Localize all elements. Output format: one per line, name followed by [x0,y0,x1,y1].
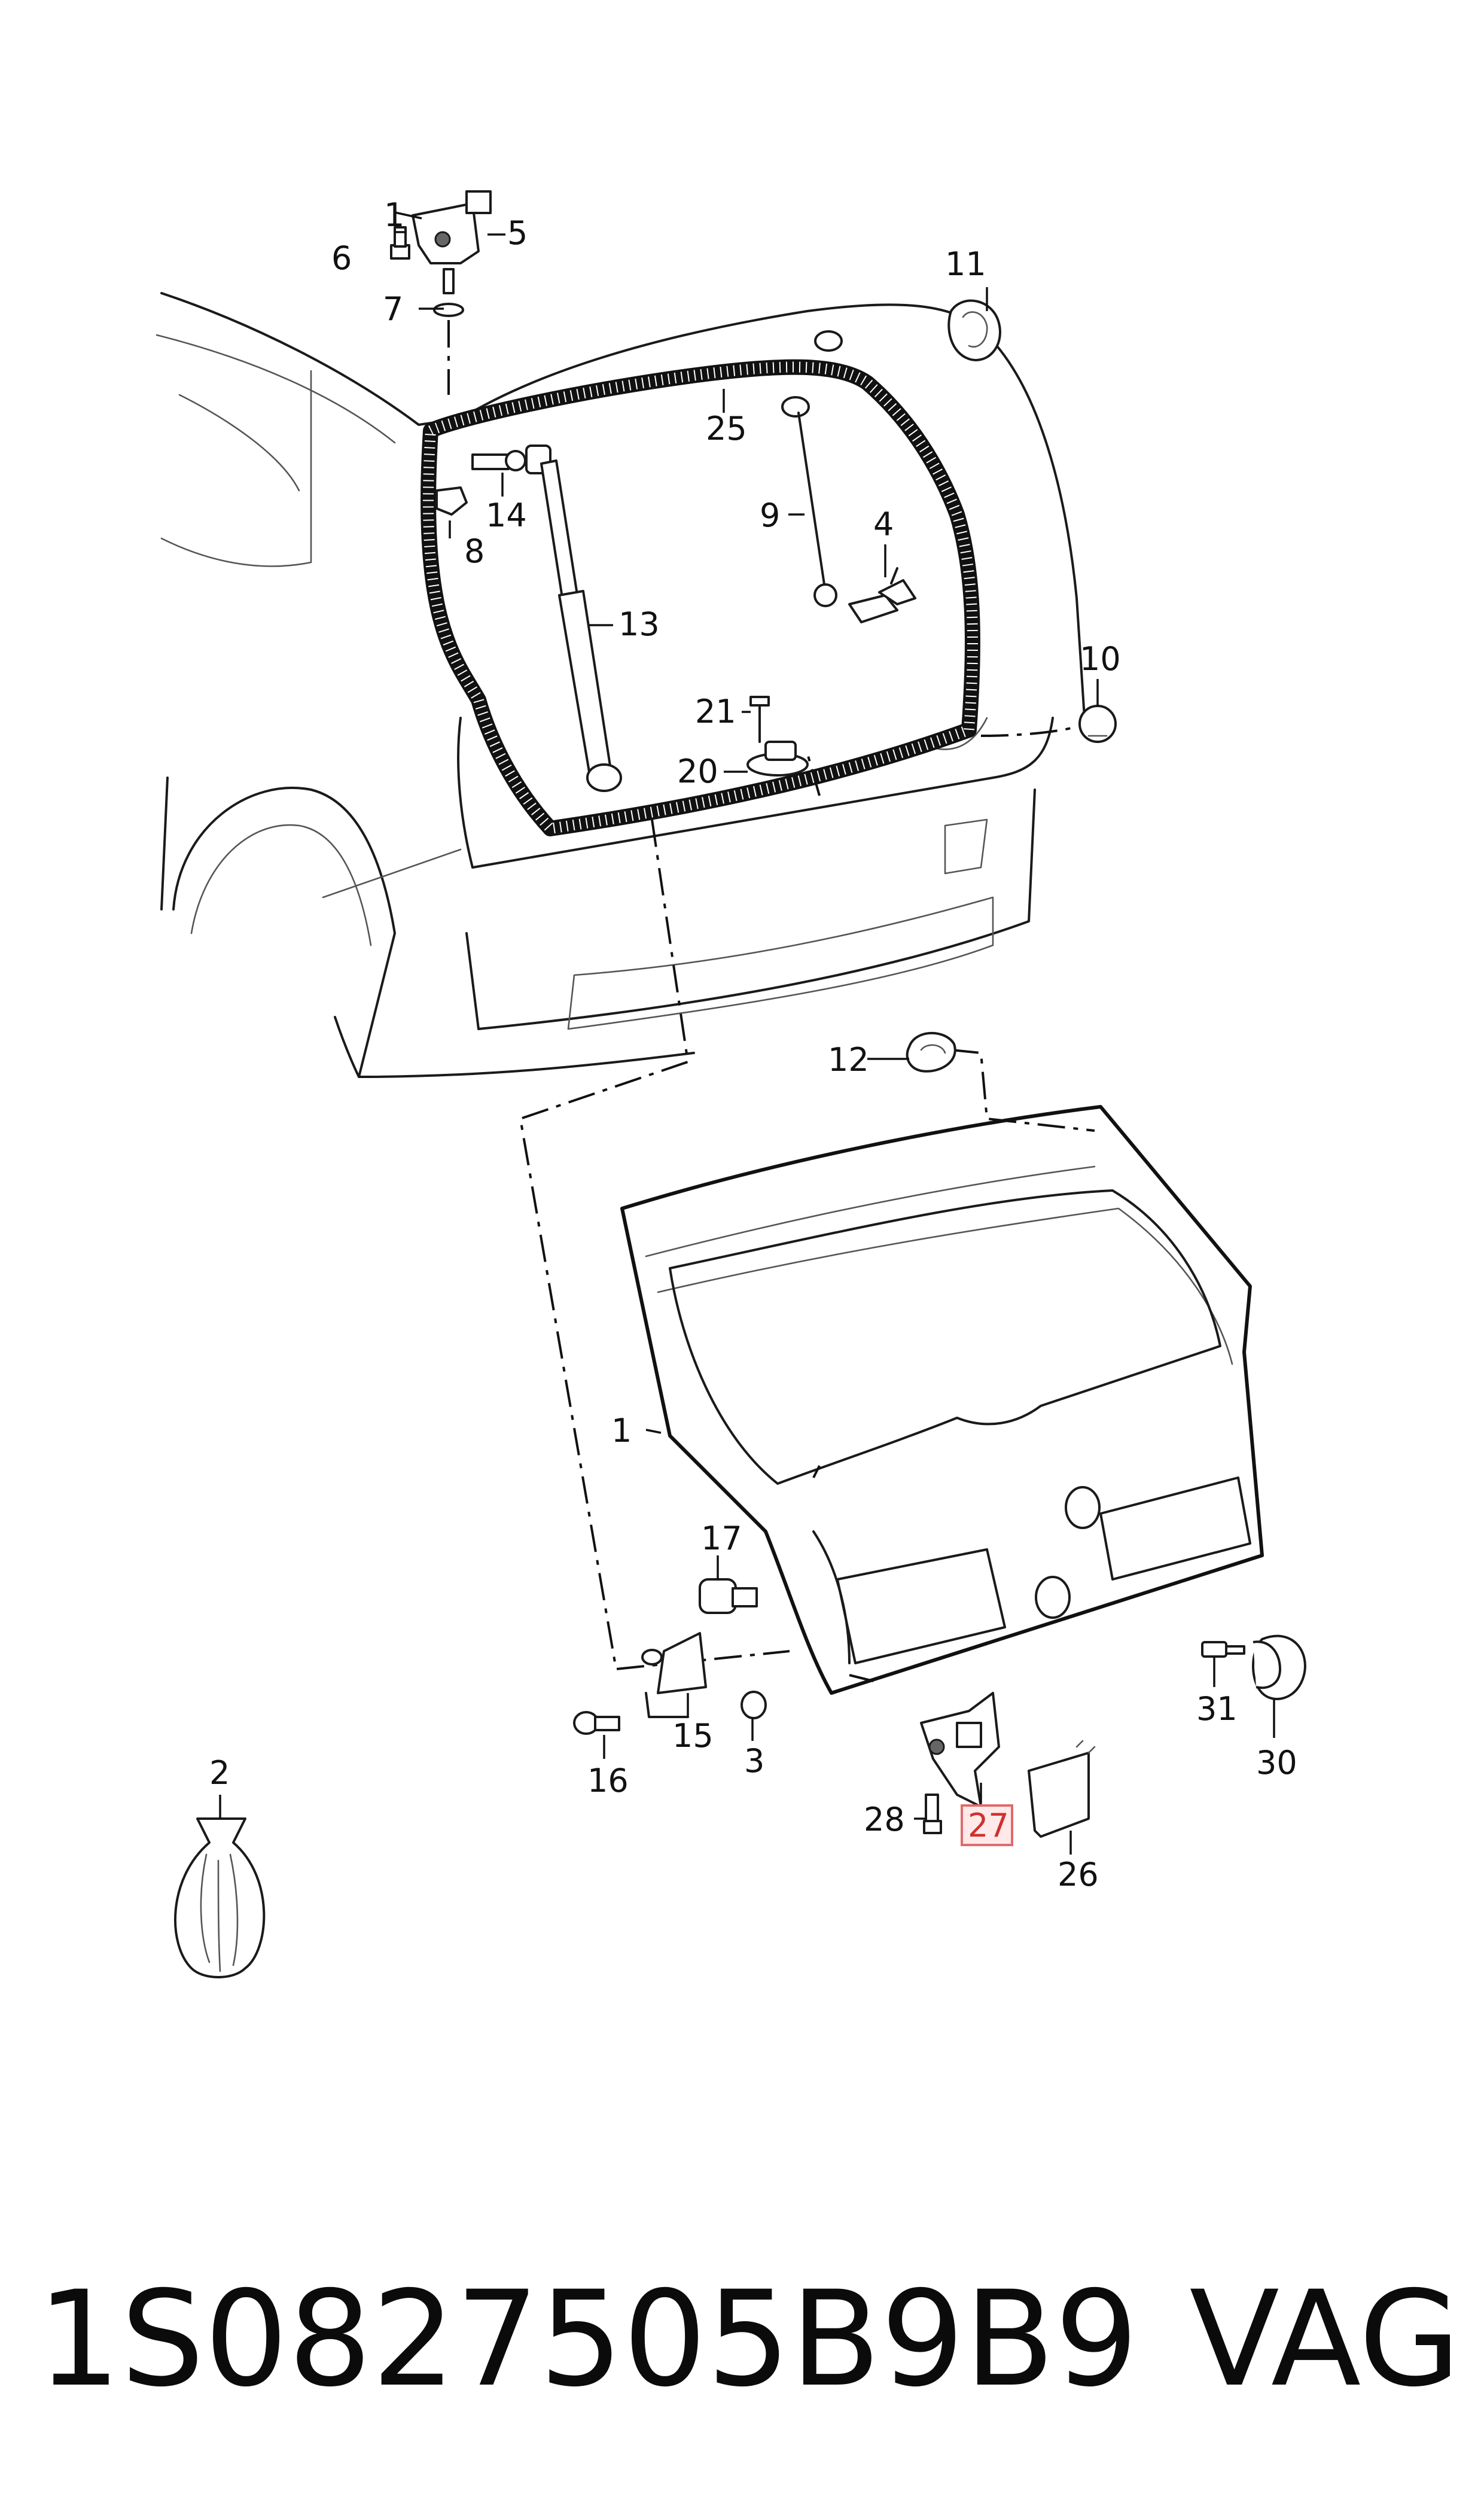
vehicle-body-outline [156,292,1087,1078]
callout-13: 13 [618,605,660,643]
part-number: 1S0827505B9B9 [37,2263,1139,2416]
grease-bag-part-2 [174,1817,266,1978]
callout-20: 20 [677,753,718,790]
callout-14: 14 [486,497,527,534]
callout-7: 7 [383,290,403,328]
callout-16: 16 [587,1762,629,1800]
screw-part-21 [749,696,770,743]
callout-3: 3 [744,1742,764,1780]
striker-part-20 [746,741,809,777]
lock-part-27 [920,1692,1000,1808]
brand-name: VAG [1189,2263,1461,2416]
callout-28: 28 [864,1801,905,1838]
part-number-footer: 1S0827505B9B9 VAG [37,2249,1461,2429]
tailgate-seal [420,359,980,836]
stay-cable-part-9 [781,396,837,607]
callout-25: 25 [706,410,747,447]
hinge-bracket-part-5 [412,190,492,264]
callout-26: 26 [1058,1856,1099,1893]
bolt-part-6 [390,226,410,260]
callout-27-highlight [961,1804,1013,1846]
callout-17: 17 [701,1520,742,1557]
screw-part-28 [923,1794,942,1834]
ball-stud-part-14 [471,444,551,474]
callout-1-top: 1 [384,196,404,234]
callout-9: 9 [760,497,780,534]
lock-cover-part-26 [1028,1740,1096,1838]
clip-part-4 [848,567,916,623]
callout-10: 10 [1080,640,1121,678]
buffer-part-17 [699,1578,758,1614]
grommet-part-12 [906,1031,956,1073]
plug-part-3 [741,1691,767,1719]
assembly-dash-lines [519,726,1095,1682]
callout-6: 6 [331,239,352,277]
callout-12: 12 [828,1041,869,1079]
callout-2: 2 [209,1754,230,1792]
bolt-part-31 [1201,1641,1245,1658]
grommet-part-11 [814,299,1001,361]
hinge-part-15 [641,1632,707,1718]
callout-labels: 1 5 6 7 11 25 9 4 14 8 13 10 21 20 12 1 … [209,196,1297,1893]
callout-15: 15 [672,1717,714,1755]
leader-lines [219,211,1275,1855]
callout-1: 1 [611,1412,632,1450]
callout-8: 8 [464,532,484,570]
callout-31: 31 [1196,1690,1238,1728]
callout-30: 30 [1256,1744,1297,1782]
callout-5: 5 [507,214,528,252]
washer-part-7 [433,268,464,395]
callout-27: 27 [968,1807,1009,1844]
bolt-part-16 [573,1711,620,1735]
emblem-part-30 [1252,1634,1306,1700]
gas-strut-part-13 [540,459,622,792]
tailgate-panel [620,1105,1264,1695]
cap-part-10 [1078,705,1117,743]
callout-4: 4 [873,506,894,543]
callout-11: 11 [945,245,986,283]
nut-part-8 [435,486,468,516]
callout-21: 21 [695,693,736,730]
